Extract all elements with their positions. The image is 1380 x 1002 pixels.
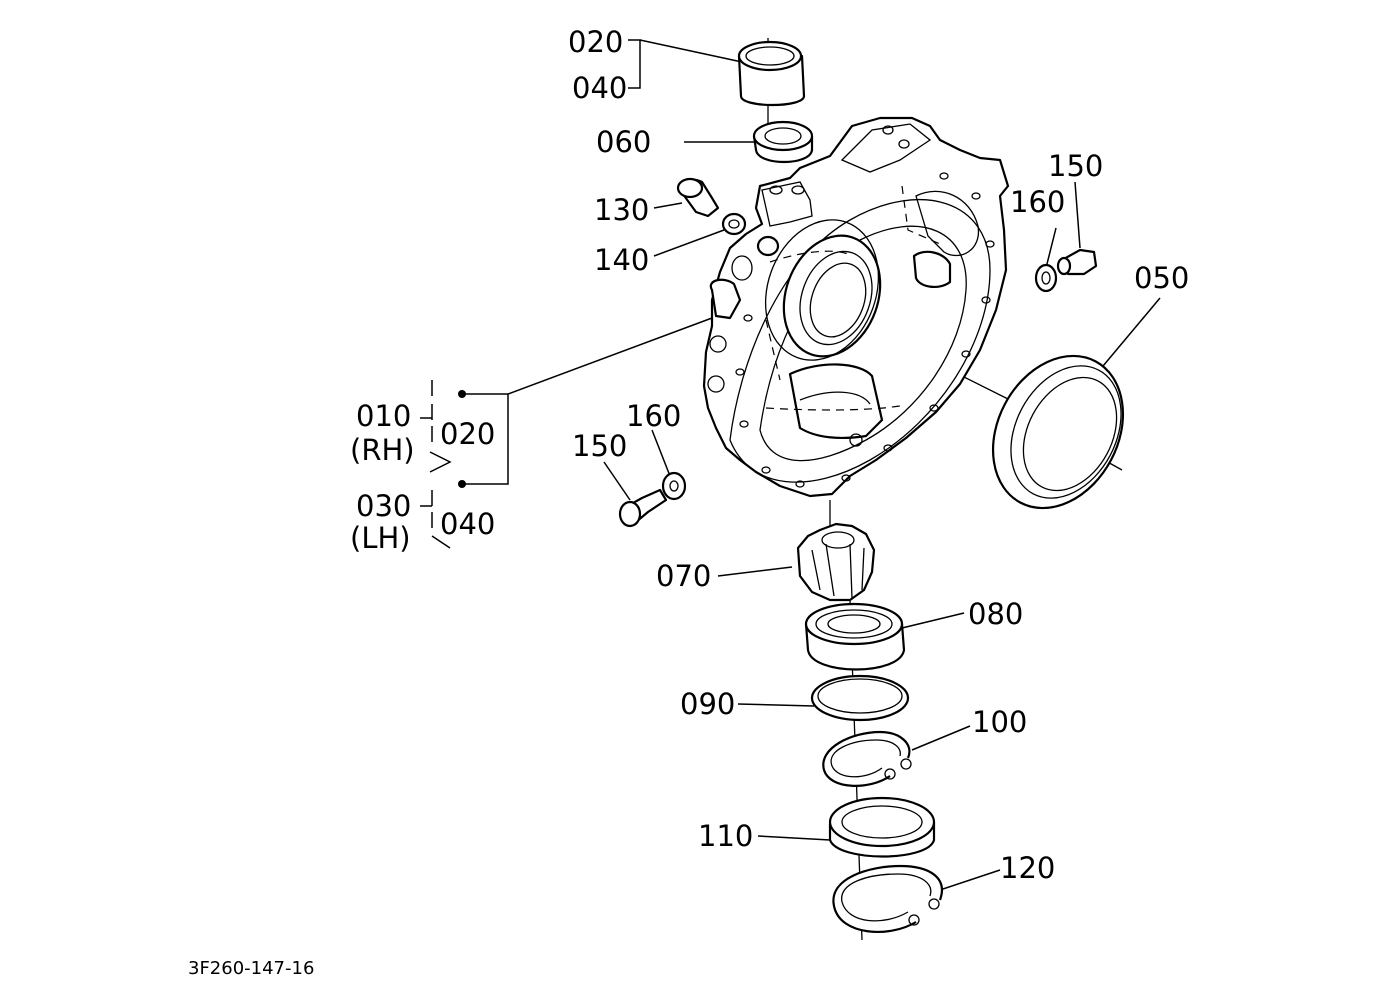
oil-seal-part (991, 354, 1125, 510)
drawing-number: 3F260-147-16 (188, 958, 314, 979)
label-lh: (LH) (350, 521, 411, 555)
label-090: 090 (680, 687, 735, 721)
seal-part (752, 120, 814, 164)
plug-part (676, 177, 747, 236)
variant-bracket (420, 380, 466, 549)
ring-part (810, 674, 910, 722)
label-030: 030 (356, 489, 411, 523)
bolt-left (618, 471, 687, 528)
label-140: 140 (594, 243, 649, 277)
label-040-mid: 040 (440, 507, 495, 541)
label-160-right: 160 (1010, 185, 1065, 219)
leader-lines (462, 39, 1161, 891)
label-020-top: 020 (568, 25, 623, 59)
ball-bearing-part (804, 602, 906, 671)
label-080: 080 (968, 597, 1023, 631)
seal-ring-part (828, 796, 936, 858)
main-housing (702, 116, 1010, 498)
label-100: 100 (972, 705, 1027, 739)
circlip-part (822, 730, 912, 787)
label-150-right: 150 (1048, 149, 1103, 183)
part-labels: 020 040 060 130 140 160 150 050 010 (RH)… (188, 25, 1189, 979)
bolt-right (1034, 248, 1098, 293)
label-160-left: 160 (626, 399, 681, 433)
label-120: 120 (1000, 851, 1055, 885)
label-150-left: 150 (572, 429, 627, 463)
label-050: 050 (1134, 261, 1189, 295)
circlip-large-part (832, 864, 943, 933)
label-020-mid: 020 (440, 417, 495, 451)
label-060: 060 (596, 125, 651, 159)
bushing-part (737, 40, 806, 107)
label-010: 010 (356, 399, 411, 433)
label-070: 070 (656, 559, 711, 593)
label-rh: (RH) (350, 433, 415, 467)
bevel-gear-part (796, 522, 876, 602)
label-130: 130 (594, 193, 649, 227)
label-040-top: 040 (572, 71, 627, 105)
label-110: 110 (698, 819, 753, 853)
